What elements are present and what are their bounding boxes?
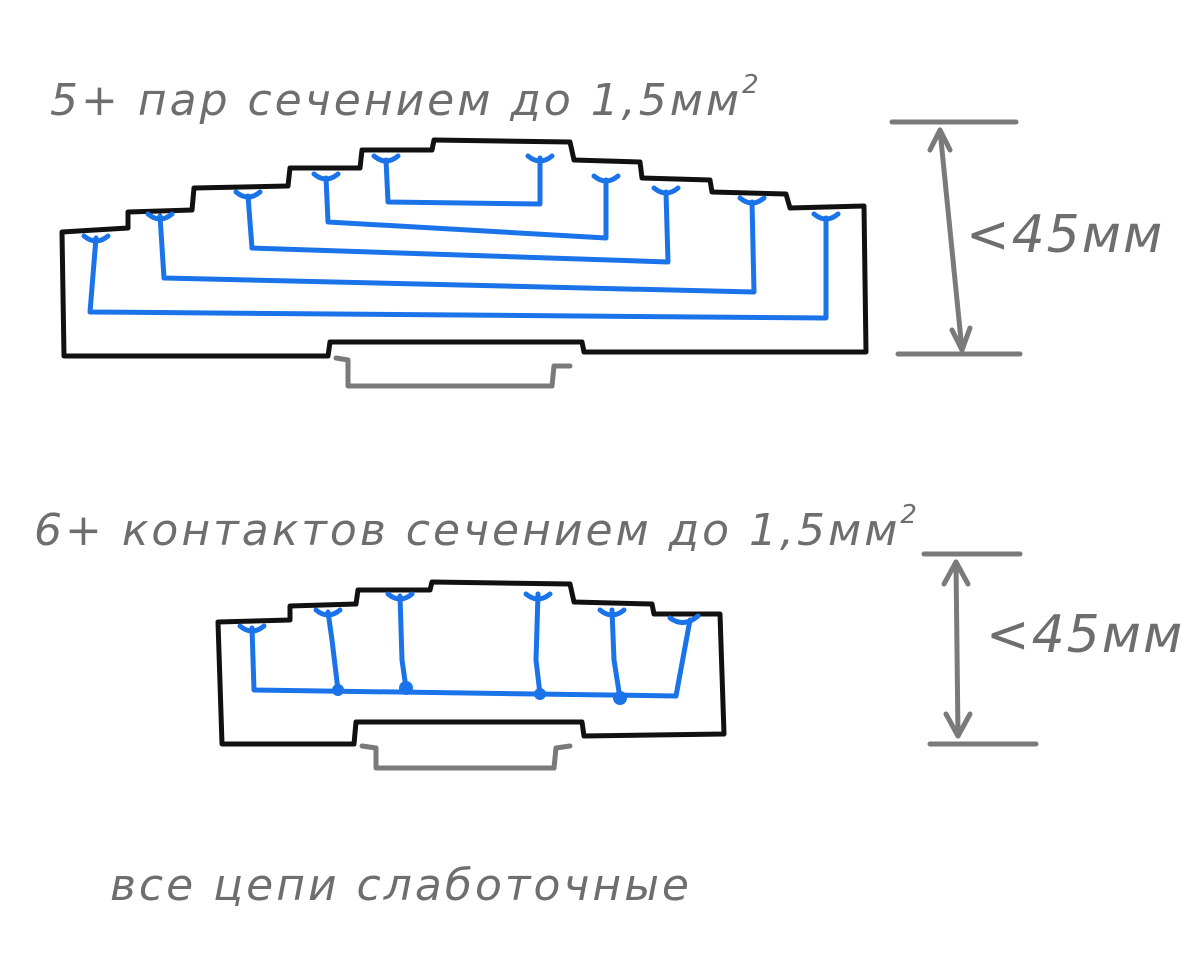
bottom-bus-wire [249, 617, 693, 699]
top-contact-4 [311, 171, 341, 182]
top-pair-1 [383, 155, 543, 207]
bottom-caption: 6+ контактов сечением до 1,5мм2 [34, 500, 920, 556]
bottom-junction-2 [399, 681, 413, 695]
bottom-contact-5 [597, 607, 627, 618]
top-pair-2 [323, 175, 609, 241]
bottom-junction-1 [332, 684, 344, 696]
top-pair-3 [245, 189, 671, 265]
top-contact-6 [525, 153, 555, 164]
top-contact-8 [651, 185, 681, 196]
bottom-contact-2 [313, 607, 343, 618]
top-caption: 5+ пар сечением до 1,5мм2 [50, 70, 762, 126]
bottom-junction-3 [534, 688, 546, 700]
top-contact-1 [81, 233, 111, 244]
top-contact-3 [233, 189, 263, 200]
bottom-contact-4 [523, 591, 553, 602]
top-contact-10 [811, 211, 841, 222]
bottom-dimension: <45мм [921, 551, 1184, 747]
top-contact-9 [737, 195, 767, 206]
top-dimension-label: <45мм [966, 205, 1164, 265]
top-wire-pairs [87, 155, 829, 321]
bottom-contacts [237, 591, 701, 634]
bottom-branch-1 [325, 609, 341, 693]
top-contact-7 [591, 173, 621, 184]
bottom-dimension-label: <45мм [986, 605, 1184, 665]
top-housing-outline [59, 137, 869, 359]
top-latch-clip [333, 355, 573, 389]
bottom-branch-4 [609, 607, 623, 701]
footer-note: все цепи слаботочные [110, 860, 692, 911]
top-contact-2 [145, 211, 175, 222]
top-contact-5 [371, 153, 401, 164]
bottom-branch-3 [533, 591, 543, 697]
bottom-diagram: 6+ контактов сечением до 1,5мм2 [34, 500, 1184, 771]
bottom-contact-1 [237, 623, 267, 634]
top-diagram: 5+ пар сечением до 1,5мм2 [50, 70, 1164, 389]
top-contacts [81, 153, 841, 244]
bottom-branch-2 [397, 593, 409, 691]
top-pair-4 [157, 199, 757, 295]
top-dimension: <45мм [889, 119, 1164, 357]
bottom-wiring [249, 591, 693, 705]
bottom-contact-3 [385, 591, 415, 602]
bottom-contact-6 [667, 613, 701, 625]
bottom-junction-4 [613, 691, 627, 705]
top-pair-5 [87, 215, 829, 321]
bottom-housing-outline [215, 579, 727, 747]
bottom-latch-clip [359, 743, 573, 771]
